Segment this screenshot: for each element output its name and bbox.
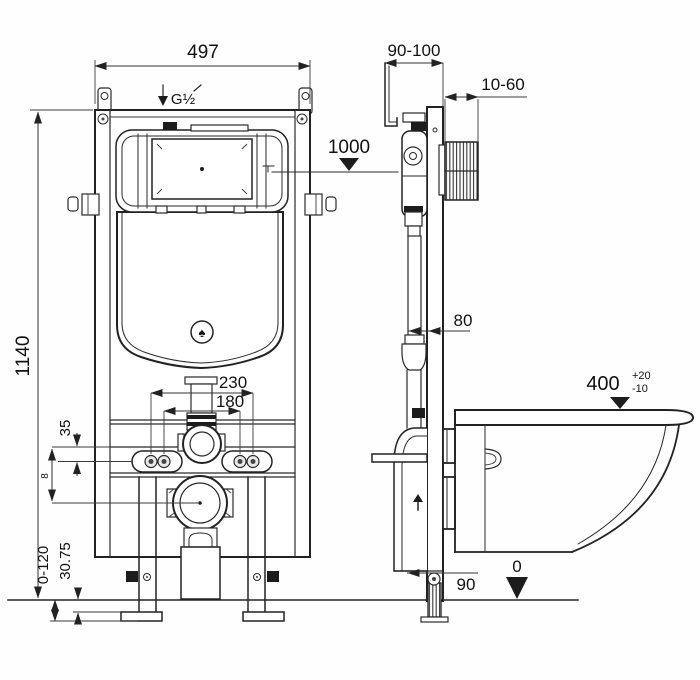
dim-floor-range-label: 0-120	[35, 546, 52, 584]
dim-width: 497	[94, 42, 311, 104]
level-marker-1000: 1000	[262, 137, 399, 173]
dim-pipe-label: 80	[454, 311, 473, 330]
cistern-tank: ♠	[116, 211, 284, 370]
wall-bracket-right	[304, 193, 337, 216]
level-height-label: 1000	[328, 137, 370, 158]
foot-plate	[120, 611, 163, 622]
leg-lock-knob	[267, 571, 279, 582]
side-foot	[420, 572, 449, 623]
brand-logo-icon	[190, 320, 214, 344]
dim-bolt-spacing: 230 180	[150, 373, 254, 454]
flush-shaft-hatched	[438, 141, 479, 201]
cistern-side	[401, 112, 428, 429]
support-bar	[371, 453, 428, 463]
wall-bracket-side	[384, 62, 398, 127]
dim-depth-label: 90-100	[388, 41, 441, 60]
datum-triangle-icon	[506, 577, 528, 599]
tolerance-plus-label: +20	[632, 370, 651, 382]
dim-foot-height-label: 30.75	[57, 542, 74, 580]
water-supply-marker: G½	[158, 84, 202, 108]
front-view: G½ ♠	[13, 42, 399, 625]
foot-plate	[242, 611, 285, 622]
datum-label: 0	[512, 557, 521, 576]
side-view: 90 -10 0	[371, 41, 695, 602]
tolerance-minus-label: -10	[632, 383, 648, 395]
flush-plate-housing	[115, 122, 289, 214]
supply-label: G½	[171, 91, 196, 108]
dim-outlet-height: 90	[407, 569, 478, 594]
dim-depth: 90-100	[384, 41, 444, 106]
dim-offset-label: 35	[57, 420, 74, 437]
level-triangle-icon	[610, 397, 630, 409]
brand-logo-glyph: ♠	[199, 325, 206, 340]
dim-bolt-inner-label: 180	[216, 392, 244, 411]
dim-outlet-label: 90	[457, 575, 476, 594]
dim-seat-height: 400 +20 -10	[586, 370, 651, 409]
pipe-connector	[177, 424, 226, 464]
dim-height-label: 1140	[13, 336, 34, 377]
bowl-spacers	[442, 428, 456, 530]
dim-bolt-outer-label: 230	[219, 373, 247, 392]
leg-lock-knob	[126, 571, 138, 582]
dim-seat-height-label: 400	[586, 373, 619, 395]
level-triangle-icon	[339, 158, 359, 171]
dim-plate-depth: 10-60	[444, 75, 527, 141]
flush-plate-window	[151, 138, 253, 200]
toilet-seat	[454, 409, 695, 426]
dim-width-label: 497	[187, 42, 219, 63]
dim-small-8: 8	[40, 448, 202, 505]
dim-floor-adjust: 0-120 30.75	[35, 542, 137, 625]
dim-plate-depth-label: 10-60	[481, 75, 524, 94]
dim-offset-35: 35	[52, 420, 133, 476]
wall-bracket-left	[67, 193, 100, 216]
dim-pipe-80: 80	[408, 311, 473, 335]
toilet-bowl	[454, 409, 695, 554]
down-arrow-icon	[158, 96, 168, 106]
fixing-bolt-slots	[131, 450, 273, 473]
frame-legs	[120, 476, 285, 622]
dim-height: 1140	[13, 109, 93, 599]
dim-small-label: 8	[40, 473, 51, 479]
drain-pipe	[180, 546, 221, 600]
datum-zero-marker: 0	[506, 557, 528, 599]
